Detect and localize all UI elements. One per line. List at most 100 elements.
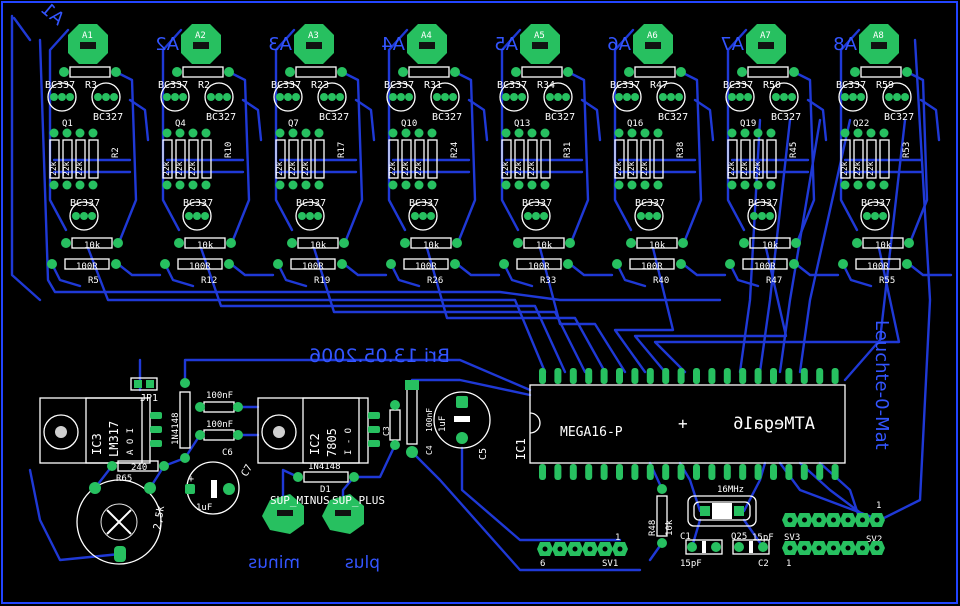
svg-text:SUP_PLUS: SUP_PLUS xyxy=(332,494,385,507)
resistor-label: R34 xyxy=(537,80,555,91)
resistor-label: R47 xyxy=(650,80,668,91)
resistor-label: R38 xyxy=(676,142,686,158)
resistor-240: 240 R65 xyxy=(107,460,169,484)
resistor-label: R24 xyxy=(450,142,460,158)
resistor-value: 22k xyxy=(527,161,536,176)
capacitor-100nf-upper: 100nF xyxy=(195,391,243,413)
resistor-value: 22k xyxy=(301,161,310,176)
transistor-label: BC337 xyxy=(158,80,188,91)
transistor-ref-label: Q10 xyxy=(401,119,417,129)
capacitor-c2: 15pF C2 xyxy=(732,533,774,569)
ic2-label: IC2 xyxy=(308,433,322,455)
transistor-label: BC337 xyxy=(45,80,75,91)
svg-text:SUP_MINUS: SUP_MINUS xyxy=(270,494,330,507)
resistor-label: R31 xyxy=(424,80,442,91)
channel-area-label: A8 xyxy=(833,34,857,55)
svg-text:C4: C4 xyxy=(425,445,434,455)
resistor-value: 22k xyxy=(753,161,762,176)
transistor-label: BC337 xyxy=(497,80,527,91)
channel-area-label: A2 xyxy=(155,34,179,55)
channel-pad-label: A4 xyxy=(421,31,432,41)
resistor-label: R59 xyxy=(876,80,894,91)
svg-text:100nF: 100nF xyxy=(206,420,233,430)
resistor-value: 22k xyxy=(640,161,649,176)
ic3-label: IC3 xyxy=(90,433,104,455)
resistor-r48: 10k R48 xyxy=(648,484,675,548)
svg-text:1: 1 xyxy=(876,501,881,511)
svg-text:15pF: 15pF xyxy=(752,533,774,543)
board-name-text: Leuchte-0-Mat xyxy=(871,320,892,450)
channel-pad-label: A3 xyxy=(308,31,319,41)
channel-pad-label: A2 xyxy=(195,31,206,41)
resistor-value: 100R xyxy=(528,262,550,272)
date-text: Bri 13.05.2006 xyxy=(309,345,450,367)
transistor-ref-label: Q22 xyxy=(853,119,869,129)
transistor-label: BC327 xyxy=(206,112,236,123)
svg-text:15pF: 15pF xyxy=(680,559,702,569)
resistor-value: 22k xyxy=(49,161,58,176)
transistor-ref-label: Q19 xyxy=(740,119,756,129)
ic1-microcontroller: IC1 MEGA16-P ATMega16 + xyxy=(514,368,846,480)
resistor-value: 10k xyxy=(649,241,666,251)
resistor-label: R47 xyxy=(766,276,782,286)
resistor-value: 22k xyxy=(162,161,171,176)
resistor-value: 100R xyxy=(189,262,211,272)
resistor-value: 10k xyxy=(197,241,214,251)
svg-text:C5: C5 xyxy=(478,448,489,460)
svg-text:R65: R65 xyxy=(116,474,132,484)
ic2-pin-labels: I - O xyxy=(344,428,354,455)
resistor-value: 22k xyxy=(401,161,410,176)
transistor-ref-label: Q16 xyxy=(627,119,643,129)
resistor-value: 22k xyxy=(414,161,423,176)
channel-pad-label: A8 xyxy=(873,31,884,41)
resistor-value: 10k xyxy=(762,241,779,251)
resistor-label: R40 xyxy=(653,276,669,286)
svg-text:R48: R48 xyxy=(648,520,658,536)
resistor-value: 22k xyxy=(288,161,297,176)
channel-area-label: A5 xyxy=(494,34,518,55)
svg-text:SV1: SV1 xyxy=(602,559,618,569)
transistor-label: BC337 xyxy=(836,80,866,91)
diode-left: 1N4148 xyxy=(171,378,191,463)
resistor-label: R45 xyxy=(789,142,799,158)
supply-plus-pad[interactable]: SUP_PLUS xyxy=(322,494,385,534)
transistor-label: BC337 xyxy=(723,80,753,91)
capacitor-c4: 100nF C4 xyxy=(405,380,434,458)
resistor-value: 22k xyxy=(175,161,184,176)
capacitor-c1: C1 15pF xyxy=(680,532,723,569)
resistor-label: R26 xyxy=(427,276,443,286)
resistor-value: 22k xyxy=(853,161,862,176)
resistor-value: 22k xyxy=(727,161,736,176)
supply-minus-pad[interactable]: SUP_MINUS xyxy=(262,494,330,534)
copper-traces xyxy=(10,14,953,572)
resistor-value: 100R xyxy=(754,262,776,272)
transistor-label: BC327 xyxy=(658,112,688,123)
transistor-label: BC337 xyxy=(409,198,439,209)
transistor-label: BC337 xyxy=(610,80,640,91)
transistor-label: BC337 xyxy=(271,80,301,91)
capacitor-c5: 1uF C5 xyxy=(433,391,491,460)
supply-minus-text: minus xyxy=(248,553,300,573)
resistor-value: 22k xyxy=(75,161,84,176)
capacitor-c3-small: C3 xyxy=(382,400,401,450)
transistor-label: BC337 xyxy=(384,80,414,91)
svg-text:1: 1 xyxy=(615,533,620,543)
svg-text:D1: D1 xyxy=(320,485,331,495)
transistor-ref-label: Q7 xyxy=(288,119,299,129)
resistor-value: 22k xyxy=(501,161,510,176)
resistor-label: R3 xyxy=(85,80,97,91)
potentiometer: 2,5k xyxy=(76,479,167,565)
channel-area-label: A6 xyxy=(607,34,631,55)
channel-area-label: A3 xyxy=(268,34,292,55)
resistor-label: R17 xyxy=(337,142,347,158)
resistor-value: 22k xyxy=(627,161,636,176)
svg-text:C6: C6 xyxy=(222,448,233,458)
svg-text:SV3: SV3 xyxy=(784,533,800,543)
ic2-regulator: IC2 7805 I - O xyxy=(257,397,380,464)
resistor-value: 10k xyxy=(875,241,892,251)
